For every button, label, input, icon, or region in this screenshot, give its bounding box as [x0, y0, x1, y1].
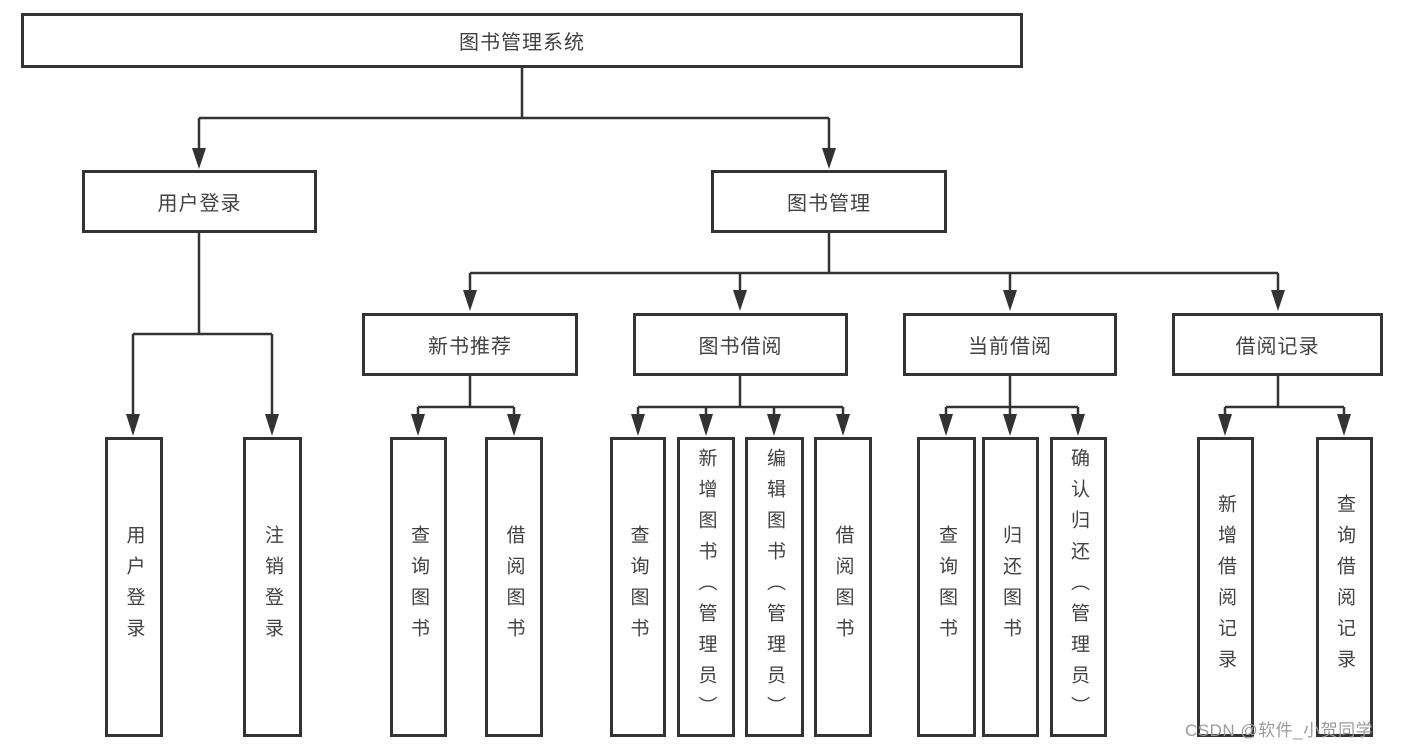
arrow-down-icon	[836, 414, 850, 436]
node-new-book-recommend-label: 新书推荐	[428, 336, 512, 358]
node-book-borrow-label: 图书借阅	[698, 336, 783, 358]
connector-book-borrow-branch	[636, 376, 845, 416]
leaf-newbook-query-books: 查询图书	[390, 437, 447, 737]
csdn-watermark: CSDN @软件_小贺同学	[1185, 721, 1374, 740]
arrow-down-icon	[733, 290, 747, 311]
node-new-book-recommend: 新书推荐	[362, 313, 578, 376]
arrow-down-icon	[631, 414, 645, 436]
arrow-down-icon	[767, 414, 781, 436]
connector-current-borrow-branch	[944, 376, 1080, 416]
arrow-down-icon	[192, 148, 206, 169]
arrow-down-icon	[126, 414, 140, 436]
node-user-login: 用户登录	[82, 170, 317, 233]
leaf-borrow-books: 借阅图书	[814, 437, 872, 737]
leaf-logout-label: 注销登录	[262, 525, 283, 649]
leaf-edit-books-admin: 编辑图书（管理员）	[745, 437, 804, 737]
leaf-add-books-admin-label: 新增图书（管理员）	[695, 447, 717, 727]
node-root: 图书管理系统	[21, 13, 1023, 68]
leaf-edit-books-admin-label: 编辑图书（管理员）	[764, 447, 785, 727]
arrow-down-icon	[507, 414, 521, 436]
leaf-current-query-books: 查询图书	[917, 437, 976, 737]
arrow-down-icon	[265, 414, 279, 436]
node-book-borrow: 图书借阅	[633, 313, 848, 376]
leaf-confirm-return-admin: 确认归还（管理员）	[1050, 437, 1107, 737]
connector-root-to-level2	[197, 68, 831, 150]
connector-book-mgmt-branch	[468, 233, 1280, 292]
leaf-newbook-query-books-label: 查询图书	[408, 525, 429, 649]
leaf-borrow-books-label: 借阅图书	[832, 525, 854, 649]
leaf-newbook-borrow-books: 借阅图书	[485, 437, 543, 737]
leaf-add-borrow-record: 新增借阅记录	[1197, 437, 1254, 737]
node-book-management: 图书管理	[711, 170, 947, 233]
leaf-confirm-return-admin-label: 确认归还（管理员）	[1068, 447, 1089, 727]
arrow-down-icon	[1003, 290, 1017, 311]
leaf-newbook-borrow-books-label: 借阅图书	[503, 525, 525, 649]
leaf-current-query-books-label: 查询图书	[936, 525, 957, 649]
leaf-user-login: 用户登录	[105, 437, 163, 737]
node-borrow-records: 借阅记录	[1172, 313, 1383, 376]
arrow-down-icon	[1271, 290, 1285, 311]
leaf-return-books: 归还图书	[982, 437, 1039, 737]
arrow-down-icon	[1337, 414, 1351, 436]
arrow-down-icon	[1003, 414, 1017, 436]
arrow-down-icon	[463, 290, 477, 311]
node-user-login-label: 用户登录	[157, 193, 242, 215]
node-book-management-label: 图书管理	[787, 193, 871, 215]
node-current-borrow: 当前借阅	[903, 313, 1117, 376]
arrow-down-icon	[411, 414, 425, 436]
connector-new-book-branch	[416, 376, 516, 416]
leaf-borrow-query-books-label: 查询图书	[627, 525, 649, 649]
arrow-down-icon	[939, 414, 953, 436]
arrow-down-icon	[699, 414, 713, 436]
leaf-user-login-label: 用户登录	[123, 525, 145, 649]
node-current-borrow-label: 当前借阅	[968, 336, 1052, 358]
leaf-add-books-admin: 新增图书（管理员）	[677, 437, 735, 737]
leaf-query-borrow-record: 查询借阅记录	[1316, 437, 1373, 737]
connector-borrow-records-branch	[1223, 376, 1346, 416]
node-borrow-records-label: 借阅记录	[1235, 336, 1320, 358]
leaf-borrow-query-books: 查询图书	[610, 437, 666, 737]
arrow-down-icon	[822, 148, 836, 169]
leaf-query-borrow-record-label: 查询借阅记录	[1334, 494, 1355, 680]
leaf-logout: 注销登录	[243, 437, 302, 737]
connector-user-login-branch	[131, 233, 274, 416]
leaf-return-books-label: 归还图书	[1000, 525, 1021, 649]
arrow-down-icon	[1218, 414, 1232, 436]
arrow-down-icon	[1071, 414, 1085, 436]
leaf-add-borrow-record-label: 新增借阅记录	[1215, 494, 1236, 680]
node-root-label: 图书管理系统	[459, 32, 585, 54]
